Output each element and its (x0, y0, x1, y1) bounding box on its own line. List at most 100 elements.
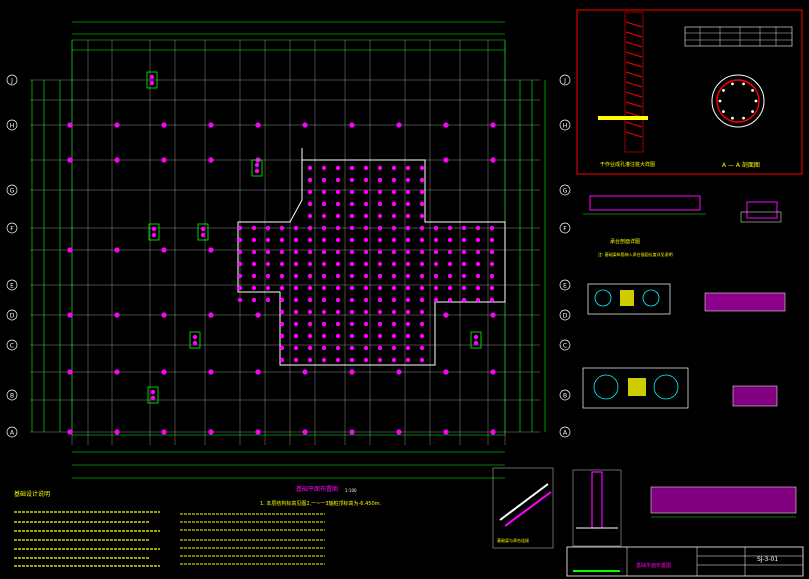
pile (307, 201, 313, 207)
axis-label-right: E (563, 283, 567, 290)
pile (237, 273, 243, 279)
svg-text:干作业成孔灌注桩大样图: 干作业成孔灌注桩大样图 (600, 161, 655, 168)
axis-label-left: J (10, 78, 13, 85)
pile (475, 237, 481, 243)
pile (447, 297, 453, 303)
pile (321, 261, 327, 267)
rebar-dot (742, 116, 745, 120)
rebar-hoop (625, 51, 643, 58)
pile (405, 357, 411, 363)
pile (377, 345, 383, 351)
drawing-number: SJ-3-01 (757, 556, 778, 563)
pile (150, 395, 156, 401)
pile (208, 369, 214, 375)
rebar-hoop (625, 41, 643, 48)
core-outline (237, 148, 506, 366)
pile (279, 237, 285, 243)
pile (321, 309, 327, 315)
pile (114, 312, 120, 318)
pile (391, 321, 397, 327)
pile (349, 285, 355, 291)
pile (405, 261, 411, 267)
pile (114, 247, 120, 253)
pile (293, 225, 299, 231)
pile-cap (251, 159, 263, 177)
axis-bubble-right (559, 222, 571, 234)
pile (321, 201, 327, 207)
pile (391, 177, 397, 183)
pile-cap (147, 386, 159, 404)
pile (363, 261, 369, 267)
rebar-dot (751, 110, 754, 113)
pile (114, 122, 120, 128)
pile (307, 225, 313, 231)
pile (391, 333, 397, 339)
pile (363, 213, 369, 219)
pile (377, 165, 383, 171)
pile (419, 297, 425, 303)
rebar-dot (718, 99, 722, 103)
pile (293, 321, 299, 327)
pile (307, 297, 313, 303)
pile (307, 345, 313, 351)
pile (254, 168, 260, 174)
grid-lines (30, 40, 540, 445)
pile (293, 333, 299, 339)
pile (254, 162, 260, 168)
axis-bubble-right (559, 119, 571, 131)
pile (391, 297, 397, 303)
pile (335, 165, 341, 171)
pile (363, 345, 369, 351)
pile (377, 261, 383, 267)
pile (161, 369, 167, 375)
pile (237, 261, 243, 267)
axis-label-left: E (10, 283, 14, 290)
pile (279, 309, 285, 315)
pile (433, 261, 439, 267)
pile (377, 249, 383, 255)
pile (490, 122, 496, 128)
pile (405, 225, 411, 231)
pile (335, 333, 341, 339)
pile (237, 225, 243, 231)
pile-markers (67, 71, 496, 435)
pile (443, 429, 449, 435)
pile (363, 357, 369, 363)
pile (475, 297, 481, 303)
pile (377, 297, 383, 303)
pile (419, 333, 425, 339)
pile (321, 189, 327, 195)
pile (473, 334, 479, 340)
pile (151, 226, 157, 232)
pile (396, 369, 402, 375)
pile (237, 237, 243, 243)
pile (307, 177, 313, 183)
core-boundary (237, 148, 506, 366)
pile (489, 237, 495, 243)
pile (447, 285, 453, 291)
pile (192, 340, 198, 346)
pile (405, 201, 411, 207)
pile (149, 80, 155, 86)
pile (293, 297, 299, 303)
pile (114, 429, 120, 435)
pile (419, 201, 425, 207)
pile (461, 225, 467, 231)
axis-bubble-right (559, 389, 571, 401)
pile (391, 213, 397, 219)
pile (237, 249, 243, 255)
axis-bubble-right (559, 309, 571, 321)
pile (489, 273, 495, 279)
rebar-hoop (625, 91, 643, 98)
pile (363, 321, 369, 327)
plan-title: 基础平面布置图 (296, 485, 338, 493)
pile (363, 189, 369, 195)
pile (255, 122, 261, 128)
rebar-hoop (625, 131, 643, 138)
pile (307, 261, 313, 267)
general-notes: 基础设计说明 (14, 490, 160, 567)
pile (433, 237, 439, 243)
pile (419, 177, 425, 183)
pile (114, 157, 120, 163)
title-block: 基础平面布置图 SJ-3-01 (566, 546, 804, 577)
